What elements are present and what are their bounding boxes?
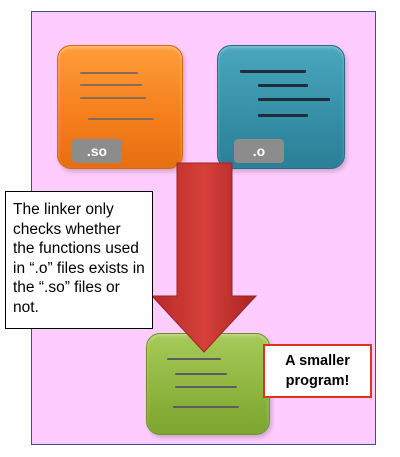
so-extension-label: .so	[72, 139, 122, 163]
text-line	[173, 406, 239, 408]
linker-note: The linker only checks whether the funct…	[5, 191, 153, 329]
so-file-icon: .so	[57, 45, 183, 169]
output-program-icon	[146, 333, 270, 435]
text-line	[80, 97, 146, 99]
text-line	[258, 114, 308, 117]
o-file-icon: .o	[217, 45, 345, 169]
text-line	[258, 84, 308, 87]
text-line	[175, 373, 227, 375]
text-line	[175, 386, 237, 388]
text-line	[258, 98, 330, 101]
text-line	[80, 72, 138, 74]
text-line	[167, 358, 221, 360]
text-line	[240, 70, 306, 73]
text-line	[80, 84, 142, 86]
o-extension-label: .o	[234, 139, 284, 163]
result-callout: A smaller program!	[263, 344, 372, 398]
text-line	[88, 118, 154, 120]
